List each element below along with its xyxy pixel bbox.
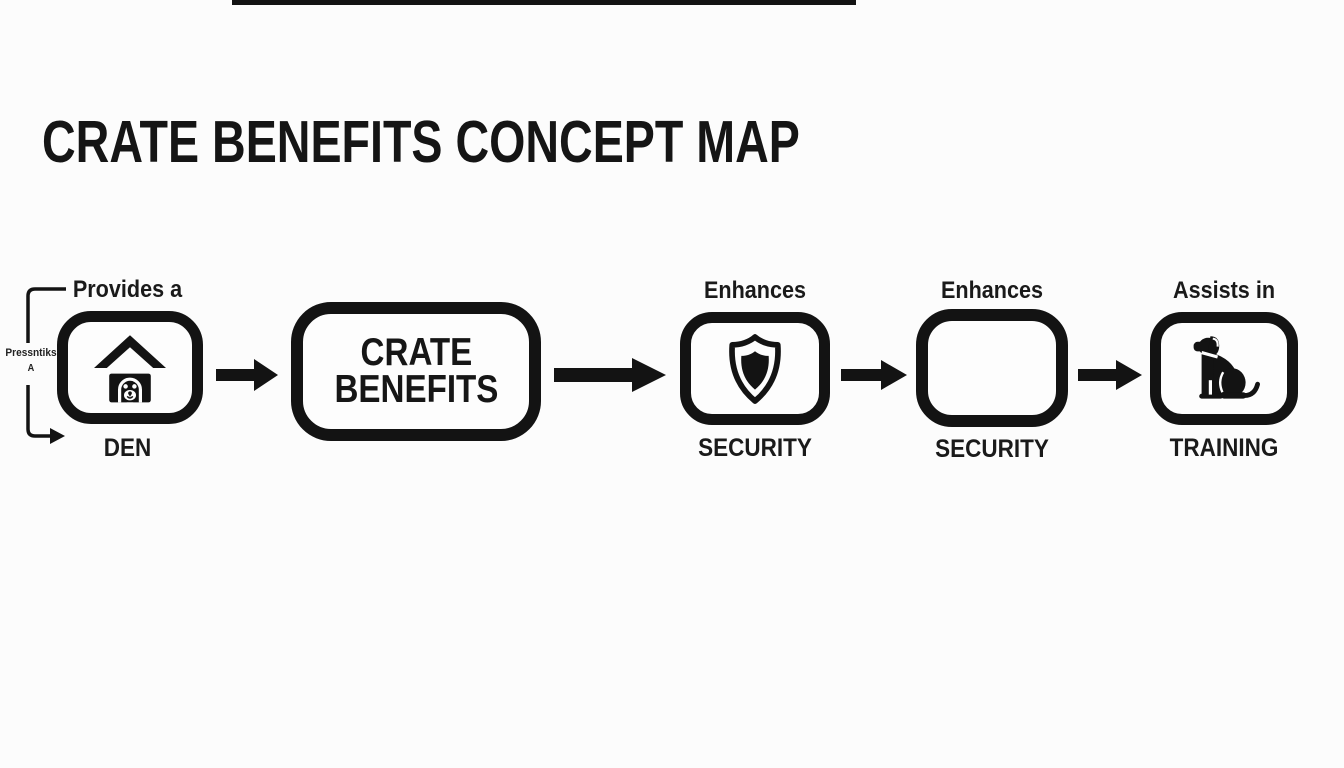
page-title: CRATE BENEFITS CONCEPT MAP <box>42 108 800 175</box>
arrow-right-icon <box>841 360 907 390</box>
bracket-arrowhead-icon <box>50 428 65 444</box>
crate-benefits-line2: BENEFITS <box>334 367 498 411</box>
shield-icon <box>729 333 781 404</box>
sitting-dog-icon <box>1193 335 1260 399</box>
node-label-security-1: SECURITY <box>698 434 812 462</box>
node-label-training: TRAINING <box>1169 434 1279 462</box>
node-label-den: DEN <box>103 434 152 462</box>
node-security-shield <box>680 312 830 425</box>
arrow-right-icon <box>1078 360 1142 390</box>
crate-benefits-text: CRATE BENEFITS <box>334 330 498 411</box>
relation-label-enhances-1: Enhances <box>703 277 807 304</box>
node-training <box>1150 312 1298 425</box>
relation-label-assists-in: Assists in <box>1172 277 1276 304</box>
relation-label-provides-a: Provides a <box>72 276 183 303</box>
arrow-right-icon <box>216 359 278 391</box>
dog-house-icon <box>94 334 166 406</box>
node-den <box>57 311 203 424</box>
side-annotation-subtext: A <box>27 362 35 374</box>
node-security-empty <box>916 309 1068 427</box>
top-border-bar <box>232 0 856 5</box>
side-bracket-connector <box>26 287 66 444</box>
relation-label-enhances-2: Enhances <box>940 277 1044 304</box>
arrow-right-icon <box>554 358 666 392</box>
node-label-security-2: SECURITY <box>935 435 1049 463</box>
side-annotation: Pressntiks A <box>2 347 59 374</box>
crate-benefits-line1: CRATE <box>360 330 472 374</box>
node-crate-benefits: CRATE BENEFITS <box>291 302 541 441</box>
side-annotation-text: Pressntiks <box>5 347 57 359</box>
